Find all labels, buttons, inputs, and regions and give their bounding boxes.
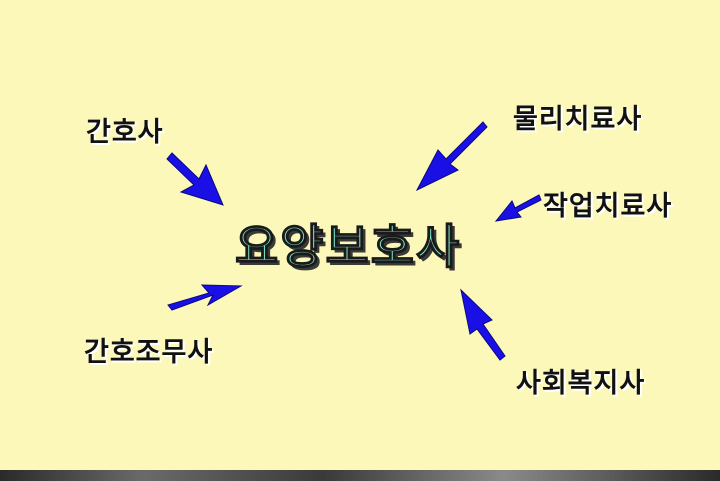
arrow-ot-to-center xyxy=(494,194,542,222)
node-label-social-worker: 사회복지사 xyxy=(516,368,646,399)
arrow-nurse-to-center xyxy=(166,152,224,206)
arrow-pt-to-center xyxy=(415,121,488,192)
center-node-label: 요양보호사 xyxy=(234,219,462,275)
node-label-nursing-aide: 간호조무사 xyxy=(84,337,214,368)
arrow-icon xyxy=(167,284,243,311)
arrow-icon xyxy=(460,288,506,361)
arrow-aide-to-center xyxy=(167,284,243,311)
node-label-physical-therapist: 물리치료사 xyxy=(513,104,643,135)
bottom-border-band xyxy=(0,470,720,481)
arrow-icon xyxy=(415,121,488,192)
node-label-occupational-therapist: 작업치료사 xyxy=(543,191,673,222)
node-label-nurse: 간호사 xyxy=(86,117,164,148)
arrow-icon xyxy=(166,152,224,206)
arrow-icon xyxy=(494,194,542,222)
arrow-sw-to-center xyxy=(460,288,506,361)
